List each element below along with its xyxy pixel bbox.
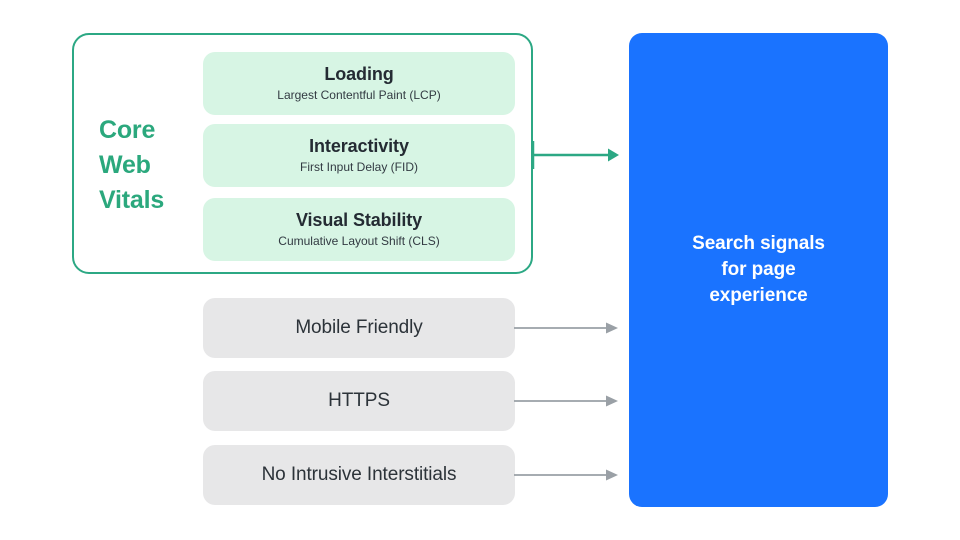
signal-card-label: Mobile Friendly bbox=[295, 317, 423, 338]
signal-card-label: No Intrusive Interstitials bbox=[261, 464, 457, 485]
outcome-panel: Search signals for page experience bbox=[629, 33, 888, 507]
arrow-https-to-outcome bbox=[514, 395, 618, 407]
arrow-mobile-friendly-to-outcome bbox=[514, 322, 618, 334]
arrow-no-intrusive-interstitials-to-outcome bbox=[514, 469, 618, 481]
arrow-core-web-vitals-to-outcome bbox=[531, 141, 619, 169]
signal-card-no-intrusive-interstitials: No Intrusive Interstitials bbox=[203, 445, 515, 505]
signal-card-label: HTTPS bbox=[328, 390, 390, 411]
metric-card-title: Visual Stability bbox=[295, 210, 423, 230]
metric-card-subtitle: Largest Contentful Paint (LCP) bbox=[277, 88, 441, 102]
metric-card-loading: Loading Largest Contentful Paint (LCP) bbox=[203, 52, 515, 115]
metric-card-subtitle: First Input Delay (FID) bbox=[299, 160, 419, 174]
signal-card-https: HTTPS bbox=[203, 371, 515, 431]
outcome-panel-label: Search signals for page experience bbox=[692, 233, 825, 306]
metric-card-title: Loading bbox=[324, 64, 394, 84]
metric-card-title: Interactivity bbox=[309, 136, 409, 156]
core-web-vitals-group-label: Core Web Vitals bbox=[99, 116, 165, 214]
metric-card-visual-stability: Visual Stability Cumulative Layout Shift… bbox=[203, 198, 515, 261]
metric-card-subtitle: Cumulative Layout Shift (CLS) bbox=[278, 234, 440, 248]
metric-card-interactivity: Interactivity First Input Delay (FID) bbox=[203, 124, 515, 187]
signal-card-mobile-friendly: Mobile Friendly bbox=[203, 298, 515, 358]
